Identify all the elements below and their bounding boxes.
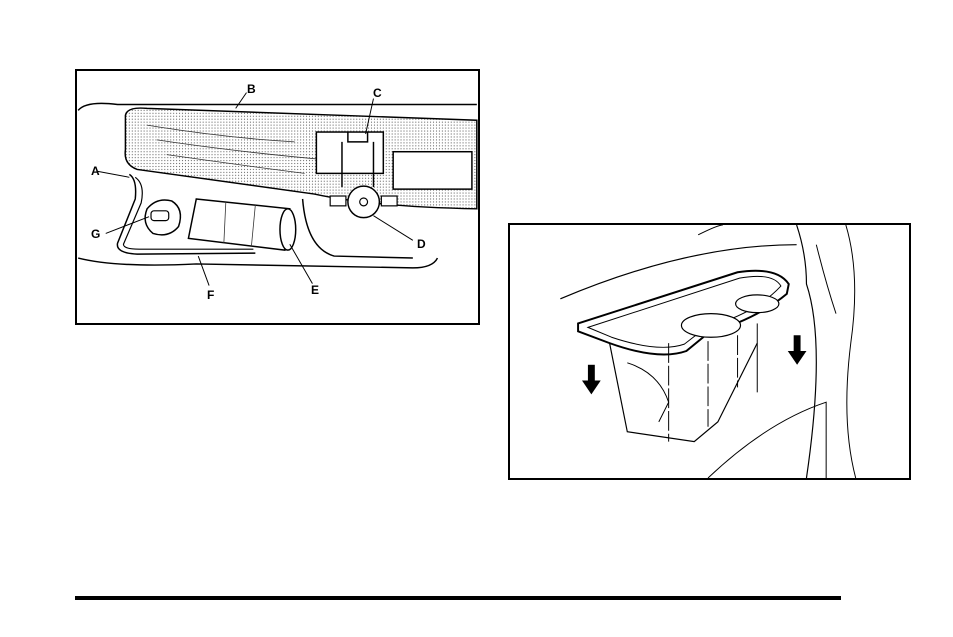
callout-g: G [91, 228, 100, 240]
callout-b: B [247, 83, 256, 95]
arrow-down-icon [788, 335, 807, 365]
footer-rule [75, 596, 841, 600]
arrow-down-icon [582, 365, 601, 395]
callout-d: D [417, 238, 426, 250]
cupholder-insert-illustration [510, 225, 909, 478]
cupholder-insert-figure [508, 223, 911, 480]
wiper-assembly-illustration [77, 71, 478, 323]
callout-f: F [207, 289, 214, 301]
callout-c: C [373, 87, 382, 99]
callout-a: A [91, 165, 100, 177]
wiper-assembly-figure: B C A G D E F [75, 69, 480, 325]
callout-e: E [311, 284, 319, 296]
